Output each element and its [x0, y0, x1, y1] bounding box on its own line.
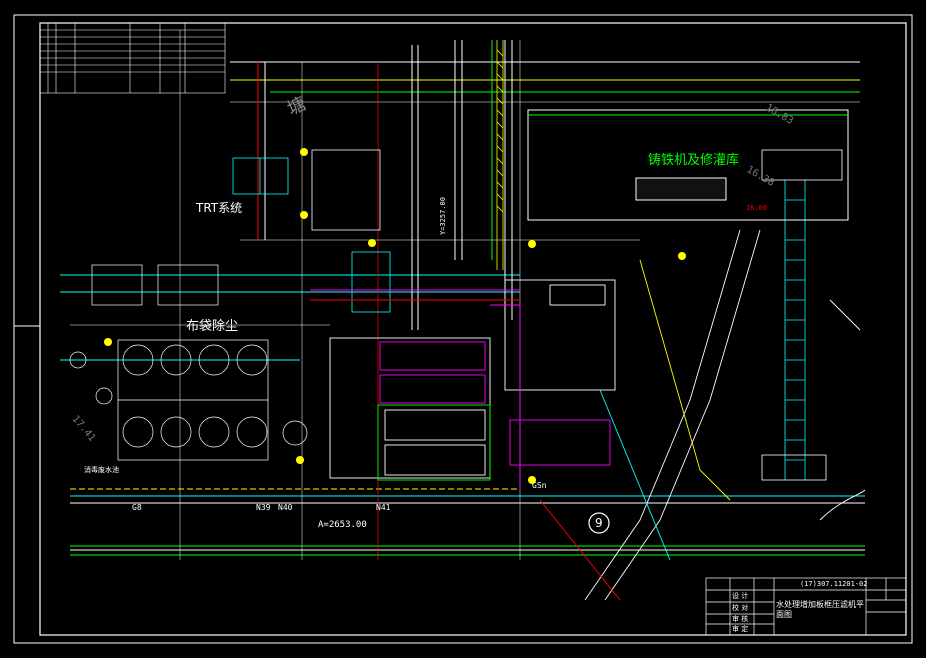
- outer-border: [13, 14, 913, 644]
- axis-n41-label: N41: [376, 503, 391, 512]
- railway-lines: [60, 61, 865, 556]
- axis-n40-label: N40: [278, 503, 293, 512]
- title-row-check: 校 对: [732, 604, 749, 612]
- conveyor-ladder: [496, 40, 504, 270]
- roads: [539, 229, 866, 601]
- trt-area: [232, 149, 391, 313]
- vertical-lines: [179, 30, 521, 560]
- axis-g8-label: G8: [132, 503, 142, 512]
- title-row-design: 设 计: [732, 592, 749, 600]
- elevation-label: A=2653.00: [318, 520, 367, 530]
- bag-filter-units: [69, 264, 308, 461]
- axis-gsn-label: GSn: [532, 481, 547, 490]
- bag-filter-label: 布袋除尘: [186, 319, 239, 334]
- foundry-shed-label: 铸铁机及修灌库: [648, 153, 740, 168]
- revision-block: [39, 22, 226, 94]
- drawing-number: (17)307.11201-02: [800, 580, 868, 588]
- axis-n39-label: N39: [256, 503, 271, 512]
- grid-circle-label: 9: [595, 516, 603, 530]
- coord-y-label: Y=3257.00: [439, 197, 447, 235]
- title-row-review: 审 核: [732, 615, 749, 623]
- plan-tags: [104, 148, 686, 484]
- grid-axis-circle: [588, 512, 610, 534]
- filter-press-area: [310, 279, 616, 490]
- dim-16-00-label: 16.00: [746, 204, 768, 212]
- drawing-title: 水处理增加板框压滤机平面图: [776, 600, 864, 619]
- inner-border: [39, 22, 907, 636]
- foundry-building: [527, 109, 849, 221]
- trt-system-label: TRT系统: [196, 201, 243, 215]
- right-trestle: [761, 149, 843, 481]
- drain-pool-label: 消毒废水池: [84, 466, 119, 474]
- title-block: [705, 577, 907, 636]
- title-row-approve: 审 定: [732, 625, 749, 633]
